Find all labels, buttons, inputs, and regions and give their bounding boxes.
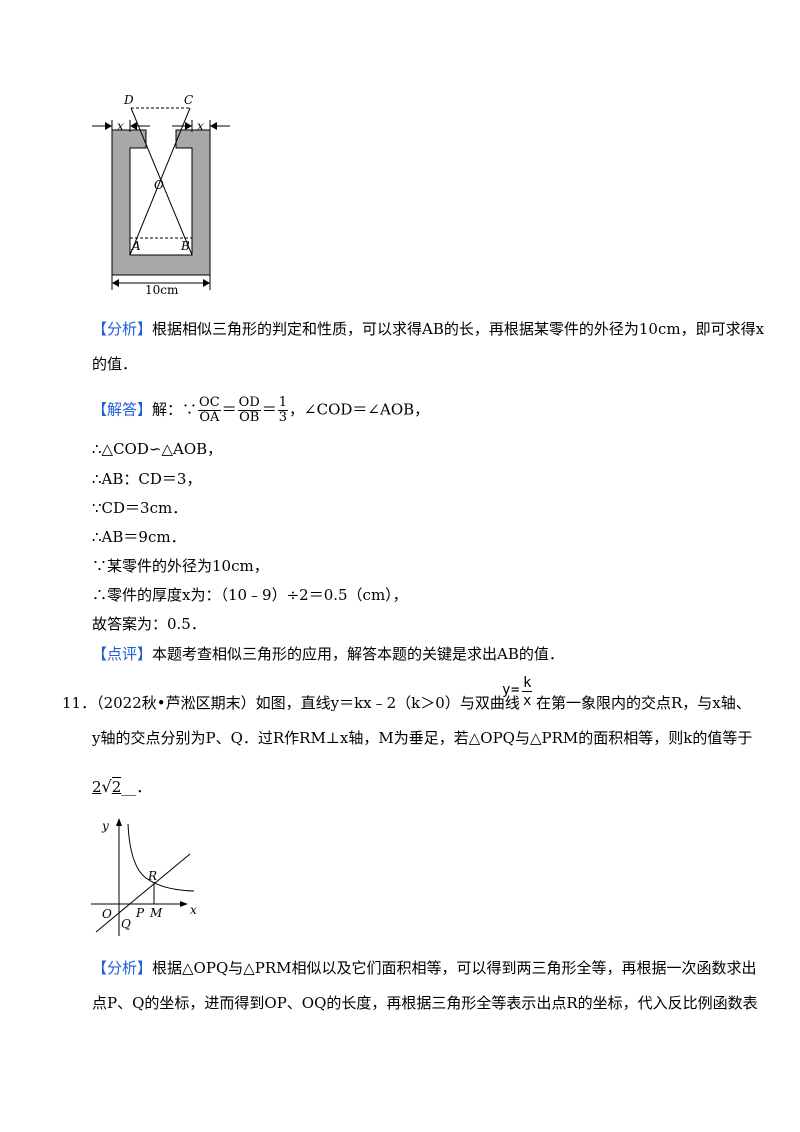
problem11-line2: y轴的交点分别为P、Q．过R作RM⊥x轴，M为垂足，若△OPQ与△PRM的面积相… [92,729,753,747]
review-tag: 【点评】 [92,645,153,663]
label-x: x [190,903,197,917]
label-x-right: x [197,119,204,133]
review1-text: 本题考查相似三角形的应用，解答本题的关键是求出AB的值． [152,645,564,663]
problem11-text-b: 在第一象限内的交点R，与x轴、 [536,694,751,712]
line-da [130,107,193,256]
sqrt-icon: √ [101,777,112,796]
figure-graph: y x O R P M Q [91,818,197,936]
hyperbola-curve [127,823,195,892]
analysis1-line2: 的值． [92,355,138,373]
label-b: B [180,239,190,253]
problem11-text-a: （2022秋•芦淞区期末）如图，直线y＝kx﹣2（k＞0）与双曲线 [96,694,520,712]
label-width: 10cm [145,283,179,297]
solution1-step: ∴零件的厚度x为：（10﹣9）÷2＝0.5（cm）， [92,586,408,604]
solution1-suffix: ，∠COD＝∠AOB， [289,400,430,419]
equals-2: ＝ [261,400,277,419]
solution1-step: ∵某零件的外径为10cm， [92,557,269,575]
label-m: M [149,906,163,920]
solution1-step: ∴AB：CD＝3， [92,470,202,488]
solution-tag: 【解答】 [92,400,153,419]
solution1-step: ∵CD＝3cm． [92,499,188,517]
solution1-step: ∴AB＝9cm． [92,528,186,546]
line-cb [129,107,191,256]
label-o: O [102,907,112,921]
equals-1: ＝ [221,400,237,419]
analysis2-line2: 点P、Q的坐标，进而得到OP、OQ的长度，再根据三角形全等表示出点R的坐标，代入… [92,994,758,1012]
label-d: D [123,93,134,107]
label-a: A [131,239,141,253]
answer-coefficient: 2 [92,778,102,796]
figure-part-diagram: D C x x O A B 10cm [92,93,230,297]
line-y-kx-2 [95,853,191,933]
analysis2-line1: 【分析】根据△OPQ与△PRM相似以及它们面积相等，可以得到两三角形全等，再根据… [92,957,757,978]
review1-line: 【点评】本题考查相似三角形的应用，解答本题的关键是求出AB的值． [92,643,564,664]
solution1-step: ∴△COD∽△AOB， [92,440,223,458]
label-c: C [184,93,193,107]
hyperbola-x: x [523,693,532,709]
label-q: Q [121,917,131,931]
solution1-step: 故答案为：0.5． [92,615,206,633]
label-x-left: x [117,119,124,133]
label-r: R [147,869,157,883]
hyperbola-k: k [522,675,533,692]
analysis1-text: 根据相似三角形的判定和性质，可以求得AB的长，再根据某零件的外径为10cm，即可… [152,320,765,338]
problem11-answer: 2√2__． [92,776,151,797]
analysis-tag: 【分析】 [92,320,153,338]
label-o: O [154,178,164,192]
label-p: P [135,906,145,920]
analysis2-text: 根据△OPQ与△PRM相似以及它们面积相等，可以得到两三角形全等，再根据一次函数… [152,959,757,977]
problem11-line1: 11．（2022秋•芦淞区期末）如图，直线y＝kx﹣2（k＞0）与双曲线 [62,692,520,713]
part-frame [111,129,211,276]
problem-number: 11． [62,694,97,712]
analysis-tag: 【分析】 [92,959,153,977]
answer-radicand: 2 [111,777,122,796]
solution1-prefix: 解：∵ [152,400,198,419]
analysis1-line1: 【分析】根据相似三角形的判定和性质，可以求得AB的长，再根据某零件的外径为10c… [92,318,764,339]
hyperbola-y: y [502,682,511,698]
answer-tail: __． [121,778,152,796]
hyperbola-eq: = [511,682,520,698]
label-y: y [101,819,109,833]
